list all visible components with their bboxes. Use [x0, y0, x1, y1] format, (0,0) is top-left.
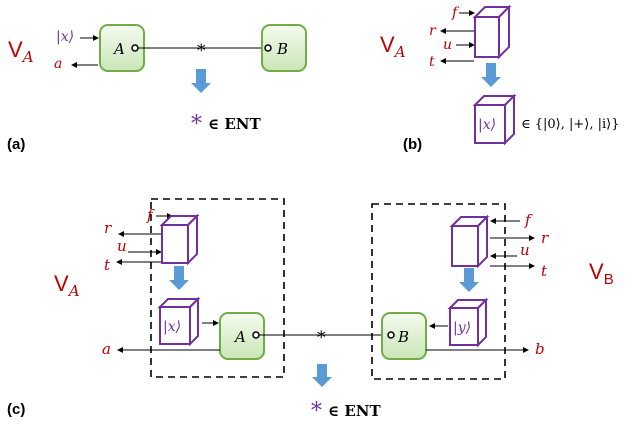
panel-c-dashed-right [371, 203, 506, 380]
panel-c-result-text: ∈ ENT [328, 402, 381, 420]
panel-a-result-star: * [191, 112, 202, 137]
panel-c-right-down-arrow [459, 268, 479, 292]
panel-c-left-label-r: r [104, 219, 112, 237]
panel-c-box-a [219, 312, 265, 360]
panel-b-label-t: t [429, 54, 435, 70]
panel-c-right-label-f: f [524, 211, 533, 229]
panel-c-down-arrow [312, 364, 332, 387]
panel-c-star: * [317, 328, 326, 348]
panel-c-right-label-r: r [541, 229, 549, 247]
panel-c-output-b-label: b [535, 340, 545, 358]
panel-c: VA VB f r u t |x⟩ A a [7, 198, 614, 424]
panel-a-input-label: |x⟩ [56, 29, 74, 45]
panel-b-down-arrow [481, 63, 501, 87]
panel-a-star: * [197, 41, 206, 61]
panel-c-box-b-label: B [397, 328, 409, 346]
panel-b-state-cube [472, 93, 517, 146]
panel-c-left-cube [159, 213, 200, 266]
panel-c-va-label: VA [54, 271, 80, 300]
panel-c-left-label-f: f [146, 206, 155, 224]
panel-a-box-b-label: B [276, 40, 288, 58]
panel-b-label-f: f [451, 5, 460, 21]
panel-c-left-state-label: |x⟩ [163, 319, 181, 335]
panel-c-box-b [381, 312, 427, 360]
panel-c-left-label-t: t [104, 256, 111, 274]
panel-a-box-b [261, 24, 307, 72]
panel-c-vb-label: VB [589, 259, 614, 288]
panel-a-box-a-label: A [112, 40, 125, 58]
panel-c-left-label-u: u [117, 237, 127, 255]
panel-c-port-b [387, 331, 395, 339]
panel-c-box-a-label: A [233, 328, 246, 346]
panel-c-right-state-label: |y⟩ [453, 320, 471, 336]
panel-b: VA f r u t |x⟩ ∈ {|0⟩, |+⟩, |i⟩} (b) [380, 4, 620, 153]
panel-b-label-r: r [429, 23, 437, 39]
panel-b-cube [472, 4, 512, 60]
panel-a-down-arrow [191, 69, 211, 93]
panel-a-result-text: ∈ ENT [208, 115, 261, 133]
panel-c-right-state-cube [447, 297, 489, 348]
panel-b-label-u: u [443, 37, 452, 53]
panel-c-output-a-label: a [102, 340, 111, 358]
panel-a-v-label: VA [8, 37, 34, 66]
panel-a-caption: (a) [7, 136, 25, 153]
panel-a-port-a [131, 44, 139, 52]
panel-c-port-a [252, 331, 260, 339]
panel-b-state-label: |x⟩ [478, 117, 496, 133]
panel-c-right-cube [449, 214, 490, 269]
panel-c-caption: (c) [7, 401, 25, 418]
panel-c-result-star: * [311, 399, 322, 424]
panel-c-left-state-cube [157, 296, 201, 347]
panel-a-output-label: a [54, 56, 62, 72]
panel-a-port-b [264, 44, 272, 52]
panel-c-left-down-arrow [169, 266, 189, 290]
panel-a: VA |x⟩ a A * B * ∈ ENT (a) [7, 24, 307, 153]
panel-c-dashed-left [150, 198, 285, 378]
panel-b-set-text: ∈ {|0⟩, |+⟩, |i⟩} [521, 117, 620, 132]
panel-c-right-label-t: t [541, 262, 548, 280]
panel-b-v-label: VA [380, 32, 406, 61]
panel-b-caption: (b) [403, 136, 422, 153]
panel-c-right-label-u: u [520, 241, 530, 259]
